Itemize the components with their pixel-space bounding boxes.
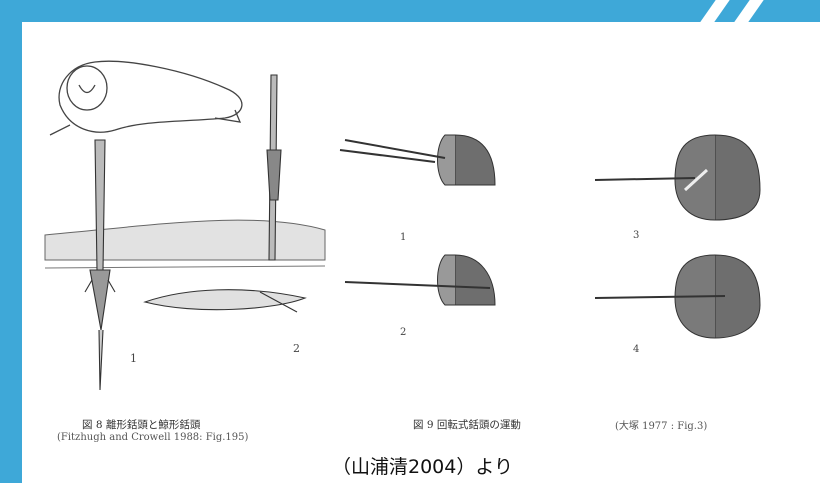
fig9-source: (大塚 1977 : Fig.3) <box>615 421 708 432</box>
ground-line <box>44 265 326 269</box>
fig8-panel-label: 1 <box>130 352 137 365</box>
fig9-panel-label: 4 <box>633 344 639 355</box>
figure-illustration: 1 2 1 2 3 4 <box>44 60 761 391</box>
fig8-source: (Fitzhugh and Crowell 1988: Fig.195) <box>57 432 249 443</box>
fig9-panel-3 <box>594 134 761 221</box>
fig9-panel-label: 2 <box>400 327 406 338</box>
seal-drawing <box>49 60 243 136</box>
ground-layer <box>44 219 326 261</box>
fig8-panel-label: 2 <box>293 342 300 355</box>
fig9-panel-4 <box>594 254 761 339</box>
fig9-panel-label: 3 <box>633 230 639 241</box>
fig9-panel-label: 1 <box>400 232 406 243</box>
harpoon-1 <box>84 139 116 391</box>
left-frame-bar <box>0 0 22 483</box>
fig9-caption: 図 9 回転式銛頭の運動 <box>413 419 521 431</box>
fig9-panel-2 <box>344 254 496 306</box>
citation-credit: （山浦清2004）より <box>332 456 513 478</box>
fig8-caption: 図 8 離形銛頭と鯨形銛頭 <box>82 419 201 431</box>
harpoon-2 <box>143 74 307 313</box>
top-frame-bar <box>0 0 820 22</box>
fig9-panel-1 <box>339 134 496 186</box>
